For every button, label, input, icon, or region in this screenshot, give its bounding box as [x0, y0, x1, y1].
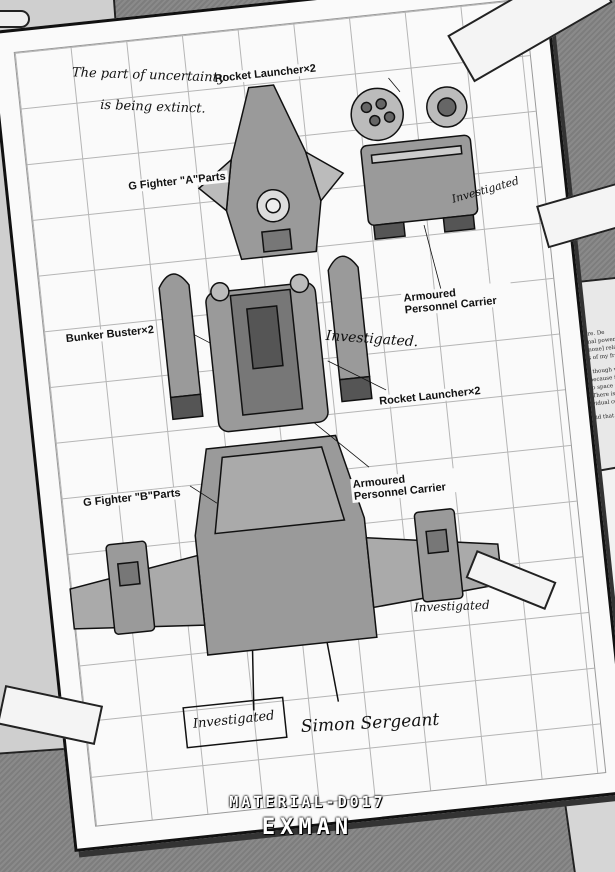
- blueprint-sheet: Rocket Launcher×2 G Fighter "A"Parts Bun…: [0, 0, 615, 853]
- leader-lines: [189, 77, 442, 504]
- handwritten-investigated-3: Investigated: [413, 597, 490, 615]
- investigated-stamp-box: [182, 696, 288, 749]
- title-caption: EXMAN: [261, 815, 354, 840]
- rocket-launcher-top-drawing: [350, 86, 479, 241]
- binder-ring-icon: [0, 10, 30, 28]
- g-fighter-b-drawing: [69, 434, 503, 711]
- bunker-buster-drawing: [158, 255, 373, 421]
- armoured-carrier-mid-drawing: [205, 273, 329, 433]
- material-caption: MATERIAL-D017: [229, 793, 386, 811]
